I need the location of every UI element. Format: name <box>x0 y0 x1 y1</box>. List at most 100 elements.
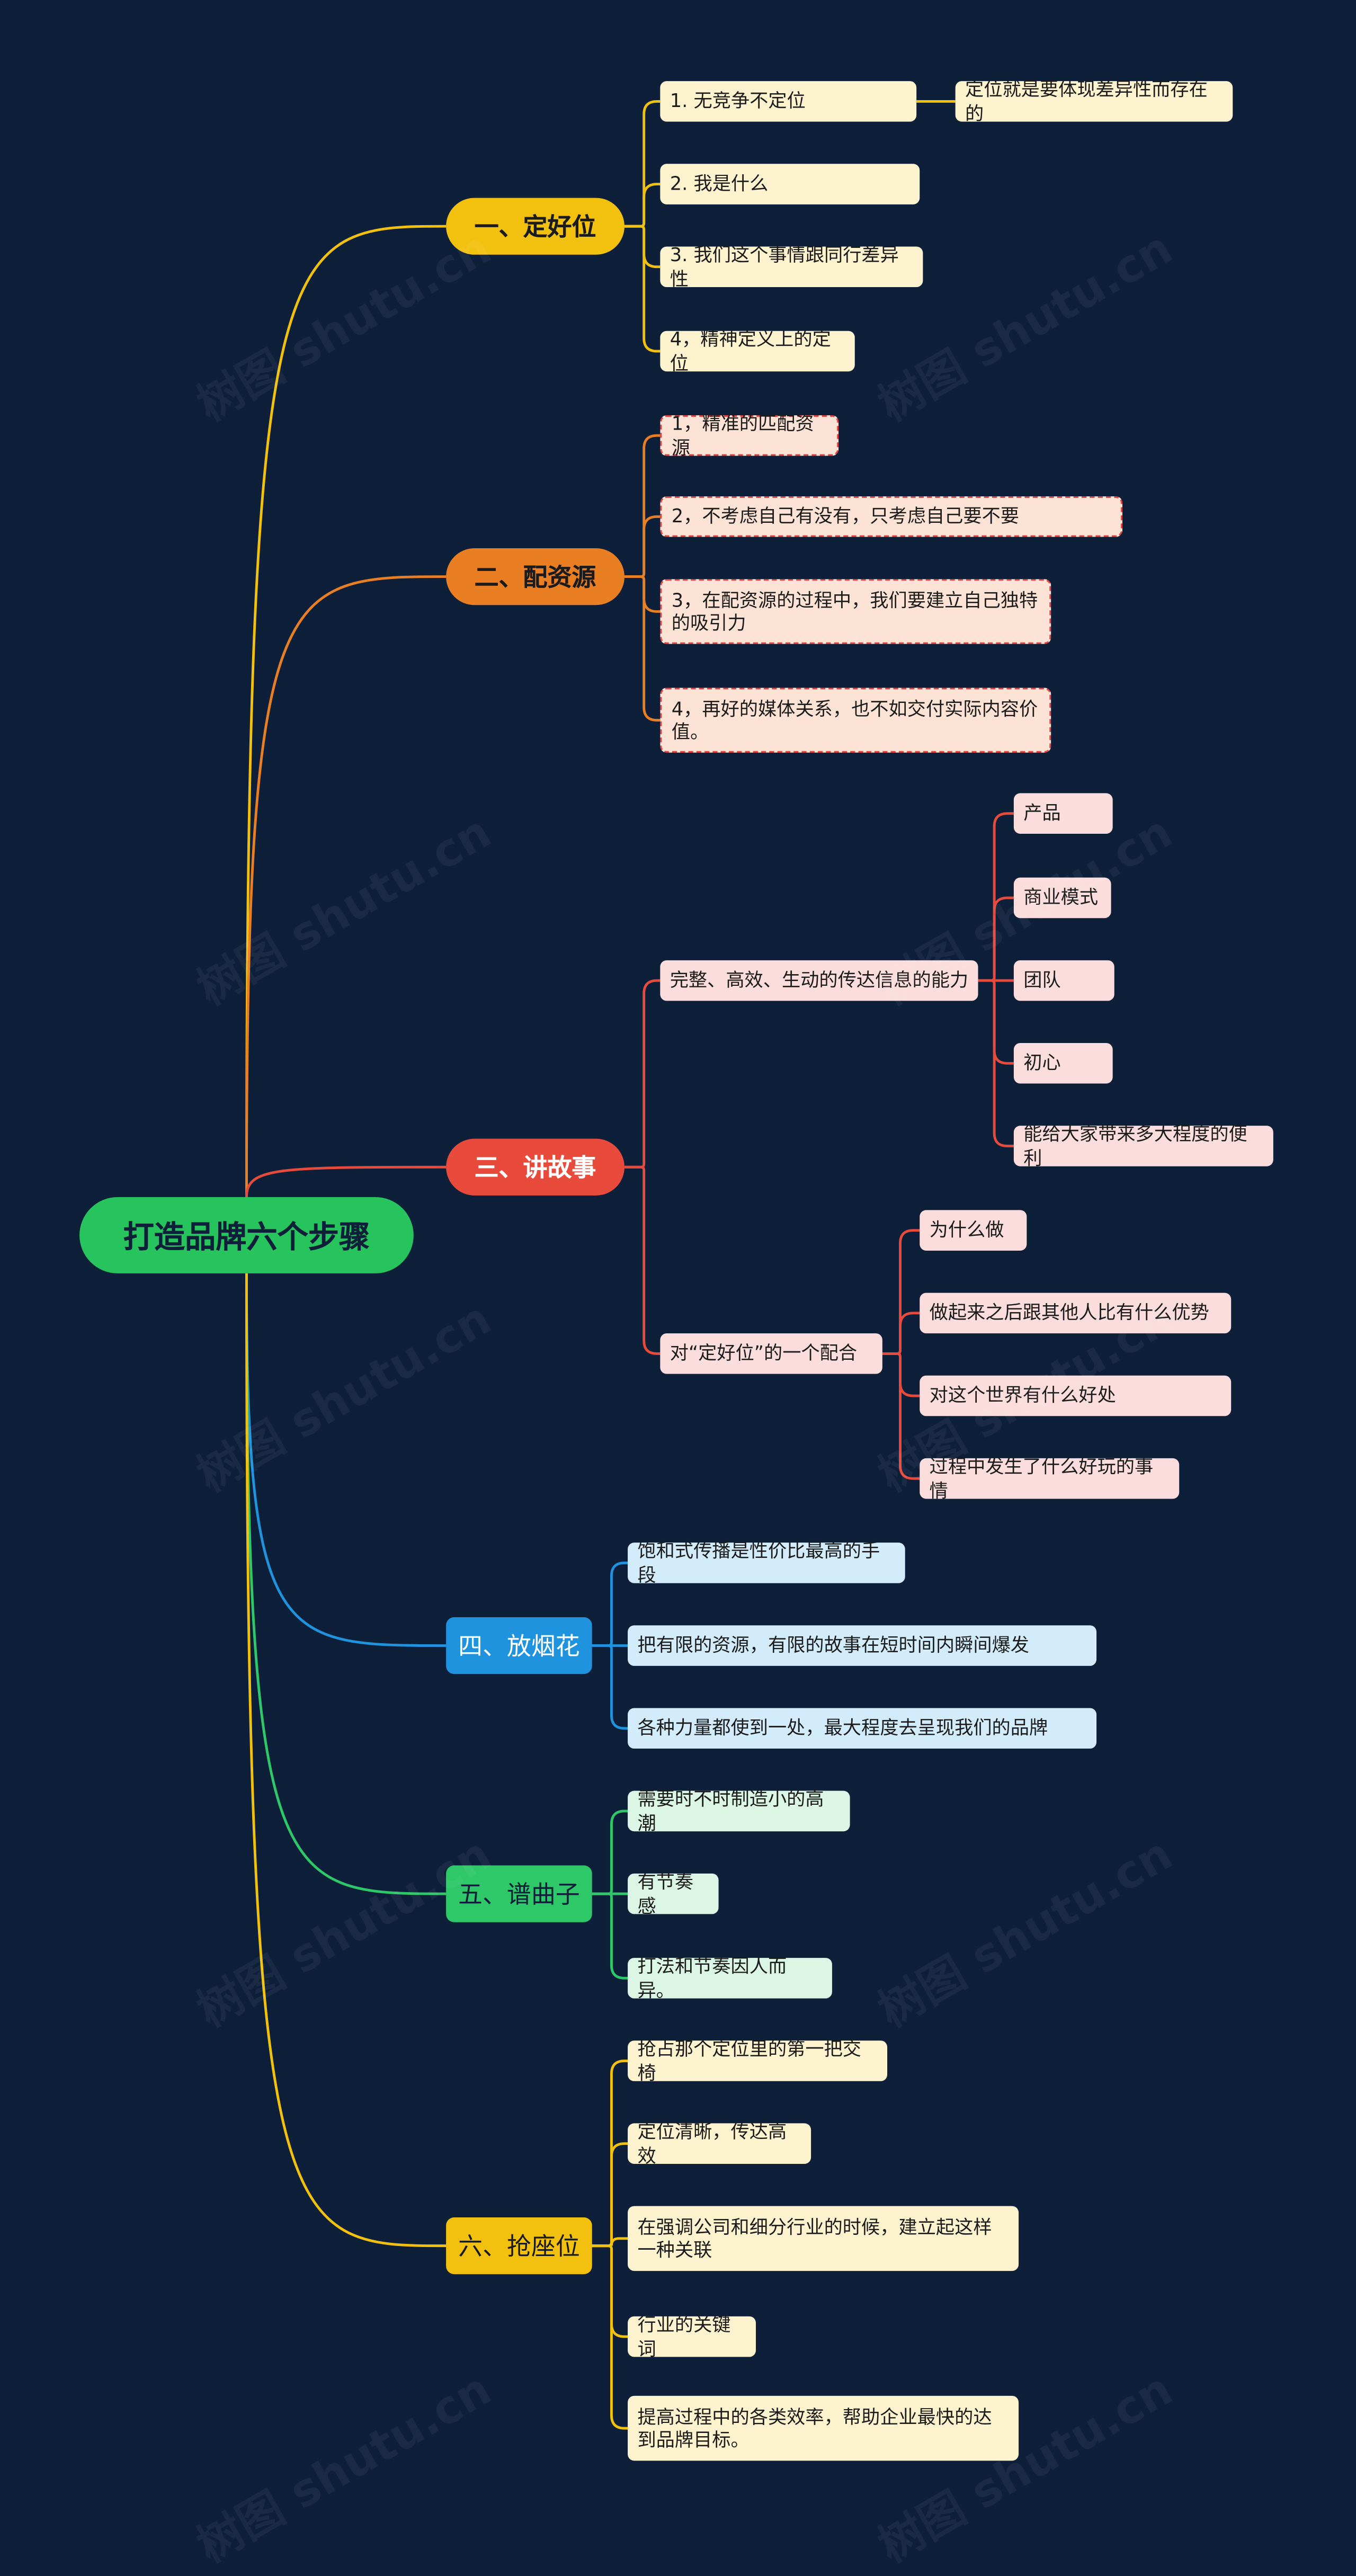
root-node-label: 打造品牌六个步骤 <box>123 1219 370 1256</box>
branch-connector-b6-3 <box>592 2244 628 2338</box>
branch-connector-b5-2 <box>592 1892 628 1980</box>
leaf-b6-1-label: 定位清晰，传达高效 <box>637 2120 787 2167</box>
subleaf-b3-1-0[interactable]: 为什么做 <box>920 1210 1027 1251</box>
leaf-connector-b3-0-4 <box>978 979 1014 1147</box>
subleaf-b3-1-3[interactable]: 过程中发生了什么好玩的事情 <box>920 1455 1180 1501</box>
subleaf-b3-1-2-label: 对这个世界有什么好处 <box>929 1384 1116 1407</box>
root-connector-b3 <box>245 1165 447 1197</box>
root-connector-b4 <box>245 1273 447 1647</box>
leaf-b6-3[interactable]: 行业的关键词 <box>628 2313 756 2359</box>
leaf-b1-1[interactable]: 2. 我是什么 <box>660 164 920 204</box>
subleaf-b3-1-2[interactable]: 对这个世界有什么好处 <box>920 1375 1232 1416</box>
leaf-b3-1[interactable]: 对“定好位”的一个配合 <box>660 1333 882 1374</box>
leaf-b3-1-label: 对“定好位”的一个配合 <box>670 1342 858 1365</box>
leaf-b4-0-label: 饱和式传播是性价比最高的手段 <box>637 1539 880 1586</box>
leaf-b5-2-label: 打法和节奏因人而异。 <box>637 1955 787 2001</box>
branch-connector-b6-1 <box>592 2142 628 2248</box>
branch-b1-label: 一、定好位 <box>474 212 596 242</box>
leaf-b1-0-label: 1. 无竞争不定位 <box>670 90 806 113</box>
branch-b3[interactable]: 三、讲故事 <box>446 1138 625 1196</box>
branch-b6-label: 六、抢座位 <box>458 2232 580 2261</box>
root-connector-b5 <box>245 1273 447 1895</box>
root-connector-b1 <box>245 225 447 1197</box>
subleaf-b3-1-0-label: 为什么做 <box>929 1218 1004 1242</box>
leaf-b1-1-label: 2. 我是什么 <box>670 172 769 195</box>
branch-b1[interactable]: 一、定好位 <box>446 198 625 255</box>
branch-b4[interactable]: 四、放烟花 <box>446 1617 592 1674</box>
branch-connector-b3-0 <box>624 979 661 1169</box>
leaf-b6-4-label: 提高过程中的各类效率，帮助企业最快的达到品牌目标。 <box>637 2405 992 2451</box>
branch-connector-b6-4 <box>592 2244 628 2430</box>
leaf-b5-1[interactable]: 有节奏感 <box>628 1870 719 1917</box>
leaf-b5-0[interactable]: 需要时不时制造小的高潮 <box>628 1787 850 1834</box>
branch-connector-b1-3 <box>624 225 661 353</box>
branch-b5-label: 五、谱曲子 <box>458 1880 580 1910</box>
leaf-b1-3-label: 4，精神定义上的定位 <box>670 327 831 374</box>
leaf-b2-0[interactable]: 1，精准的匹配资源 <box>660 412 839 459</box>
leaf-b5-2[interactable]: 打法和节奏因人而异。 <box>628 1955 832 2001</box>
root-node[interactable]: 打造品牌六个步骤 <box>79 1197 414 1273</box>
leaf-b2-1-label: 2，不考虑自己有没有，只考虑自己要不要 <box>671 505 1020 528</box>
leaf-connector-b3-0-1 <box>978 896 1014 982</box>
branch-connector-b2-2 <box>624 575 661 613</box>
subleaf-b3-0-0[interactable]: 产品 <box>1013 793 1113 834</box>
leaf-b2-3[interactable]: 4，再好的媒体关系，也不如交付实际内容价值。 <box>660 688 1051 753</box>
subleaf-b3-0-3-label: 初心 <box>1023 1051 1061 1075</box>
subleaf-b3-0-4[interactable]: 能给大家带来多大程度的便利 <box>1013 1122 1273 1169</box>
leaf-b2-1[interactable]: 2，不考虑自己有没有，只考虑自己要不要 <box>660 496 1123 537</box>
subleaf-b3-0-4-label: 能给大家带来多大程度的便利 <box>1023 1122 1247 1169</box>
leaf-b4-2-label: 各种力量都使到一处，最大程度去呈现我们的品牌 <box>637 1716 1048 1740</box>
leaf-b1-2-label: 3. 我们这个事情跟同行差异性 <box>670 243 899 290</box>
leaf-b4-1-label: 把有限的资源，有限的故事在短时间内瞬间爆发 <box>637 1634 1029 1657</box>
subleaf-b3-1-1[interactable]: 做起来之后跟其他人比有什么优势 <box>920 1293 1232 1334</box>
leaf-b6-4[interactable]: 提高过程中的各类效率，帮助企业最快的达到品牌目标。 <box>628 2395 1019 2461</box>
branch-b2-label: 二、配资源 <box>474 563 596 592</box>
leaf-b5-1-label: 有节奏感 <box>637 1870 694 1917</box>
leaf-b6-2-label: 在强调公司和细分行业的时候，建立起这样一种关联 <box>637 2215 992 2261</box>
leaf-b4-0[interactable]: 饱和式传播是性价比最高的手段 <box>628 1539 905 1585</box>
branch-b3-label: 三、讲故事 <box>474 1153 596 1183</box>
leaf-b6-2[interactable]: 在强调公司和细分行业的时候，建立起这样一种关联 <box>628 2206 1019 2271</box>
leaf-b4-1[interactable]: 把有限的资源，有限的故事在短时间内瞬间爆发 <box>628 1625 1097 1666</box>
branch-b2[interactable]: 二、配资源 <box>446 548 625 605</box>
branch-connector-b1-1 <box>624 183 661 228</box>
leaf-b2-2[interactable]: 3，在配资源的过程中，我们要建立自己独特的吸引力 <box>660 579 1051 644</box>
leaf-b3-0-label: 完整、高效、生动的传达信息的能力 <box>670 969 969 992</box>
leaf-b3-0[interactable]: 完整、高效、生动的传达信息的能力 <box>660 960 978 1001</box>
root-connector-b2 <box>245 575 447 1197</box>
leaf-b2-0-label: 1，精准的匹配资源 <box>671 412 814 459</box>
leaf-connector-b3-0-3 <box>978 979 1014 1065</box>
leaf-b2-2-label: 3，在配资源的过程中，我们要建立自己独特的吸引力 <box>671 588 1038 635</box>
branch-b5[interactable]: 五、谱曲子 <box>446 1865 592 1922</box>
leaf-b6-0-label: 抢占那个定位里的第一把交椅 <box>637 2037 862 2084</box>
leaf-b6-1[interactable]: 定位清晰，传达高效 <box>628 2120 811 2167</box>
branch-connector-b1-0 <box>624 100 661 228</box>
subleaf-b1-0-0-label: 定位就是要体现差异性而存在的 <box>965 78 1208 124</box>
leaf-b4-2[interactable]: 各种力量都使到一处，最大程度去呈现我们的品牌 <box>628 1708 1097 1749</box>
branch-b4-label: 四、放烟花 <box>458 1632 580 1661</box>
subleaf-b3-0-1[interactable]: 商业模式 <box>1013 877 1111 919</box>
branch-connector-b2-3 <box>624 575 661 722</box>
leaf-b1-2[interactable]: 3. 我们这个事情跟同行差异性 <box>660 243 923 290</box>
branch-connector-b2-0 <box>624 434 661 578</box>
subleaf-b1-0-0[interactable]: 定位就是要体现差异性而存在的 <box>955 78 1233 124</box>
leaf-b5-0-label: 需要时不时制造小的高潮 <box>637 1787 824 1834</box>
leaf-b1-0[interactable]: 1. 无竞争不定位 <box>660 81 917 122</box>
branch-connector-b1-2 <box>624 225 661 269</box>
subleaf-b3-0-1-label: 商业模式 <box>1023 886 1099 909</box>
branch-connector-b6-0 <box>592 2060 628 2248</box>
branch-connector-b5-0 <box>592 1810 628 1895</box>
subleaf-b3-0-2[interactable]: 团队 <box>1013 960 1114 1001</box>
leaf-b1-3[interactable]: 4，精神定义上的定位 <box>660 327 855 374</box>
leaf-b6-0[interactable]: 抢占那个定位里的第一把交椅 <box>628 2037 888 2084</box>
branch-b6[interactable]: 六、抢座位 <box>446 2217 592 2275</box>
leaf-b2-3-label: 4，再好的媒体关系，也不如交付实际内容价值。 <box>671 697 1038 743</box>
root-connector-b6 <box>245 1273 447 2248</box>
branch-connector-b4-0 <box>592 1561 628 1647</box>
subleaf-b3-0-3[interactable]: 初心 <box>1013 1042 1113 1084</box>
branch-connector-b4-2 <box>592 1644 628 1730</box>
subleaf-b3-0-0-label: 产品 <box>1023 801 1061 825</box>
leaf-connector-b3-1-3 <box>882 1352 920 1480</box>
branch-connector-b2-1 <box>624 515 661 578</box>
